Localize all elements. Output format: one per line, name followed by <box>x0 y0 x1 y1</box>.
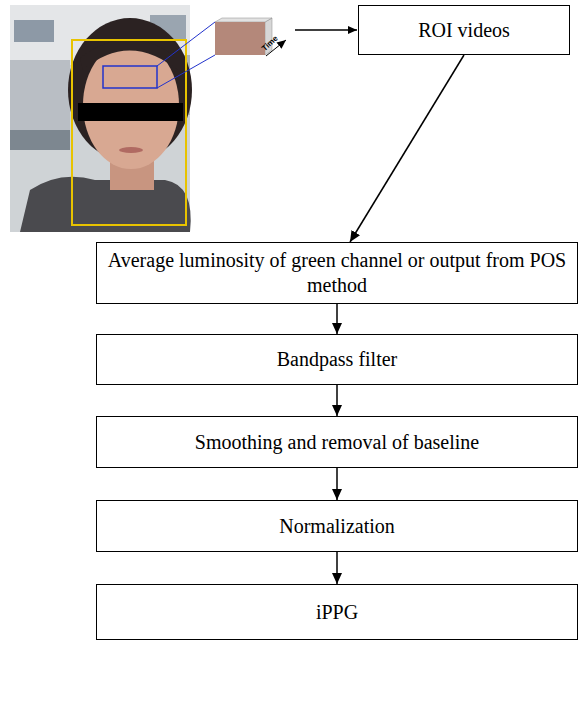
box-label: Normalization <box>279 514 395 539</box>
process-box: Bandpass filter <box>96 334 578 385</box>
process-box: ROI videos <box>358 5 570 55</box>
box-label: Smoothing and removal of baseline <box>195 430 479 455</box>
box-label: ROI videos <box>418 18 510 43</box>
process-box: Normalization <box>96 500 578 552</box>
process-box: Smoothing and removal of baseline <box>96 416 578 468</box>
flow-arrow <box>336 552 338 584</box>
box-label: Bandpass filter <box>277 347 398 372</box>
axis-label: Time <box>260 34 280 53</box>
process-box: Average luminosity of green channel or o… <box>96 242 578 304</box>
flow-arrow <box>336 468 338 500</box>
process-box: iPPG <box>96 584 578 640</box>
box-label: iPPG <box>316 600 358 625</box>
flow-arrow <box>336 385 338 416</box>
flow-arrow <box>336 304 338 334</box>
flow-arrow <box>350 55 464 242</box>
box-label: Average luminosity of green channel or o… <box>107 248 567 298</box>
